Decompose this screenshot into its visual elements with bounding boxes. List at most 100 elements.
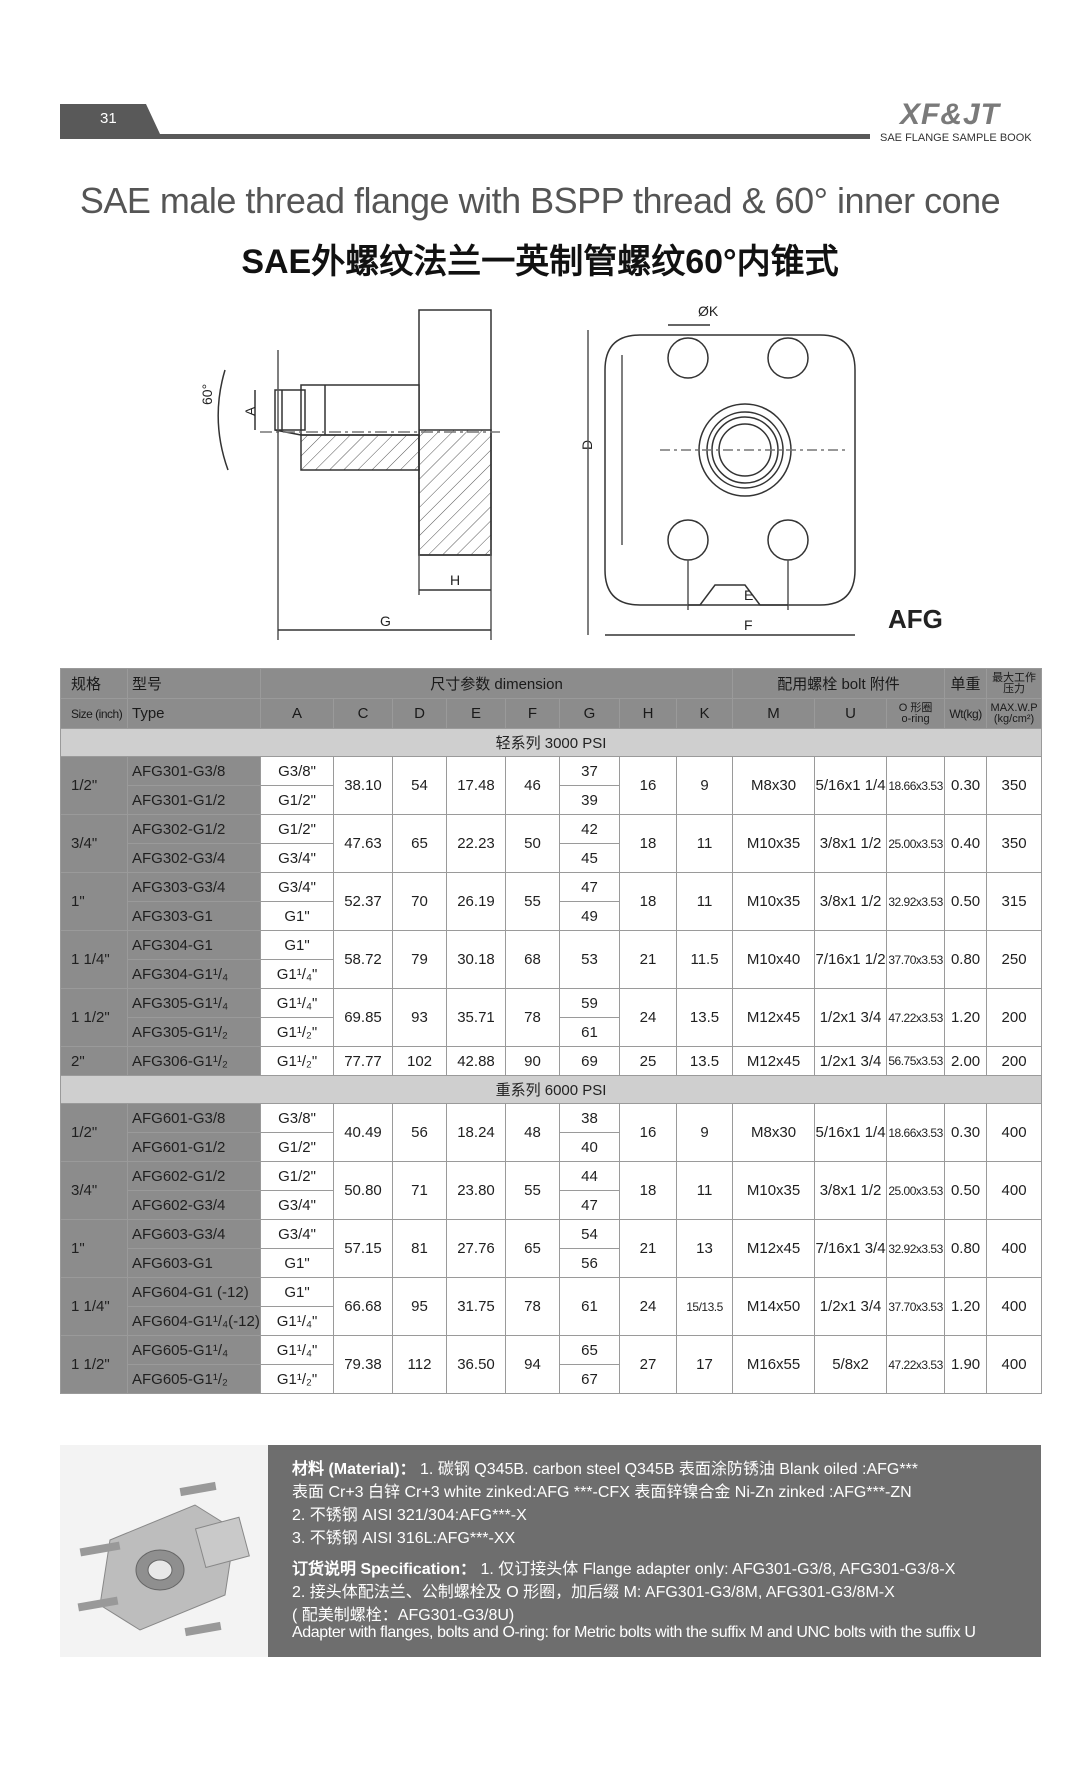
cell-h: 24 (619, 988, 677, 1047)
cell-oring: 32.92x3.53 (886, 1219, 946, 1278)
cell-f: 78 (505, 1277, 560, 1336)
cell-u: 3/8x1 1/2 (814, 1161, 888, 1220)
cell-h: 21 (619, 930, 677, 989)
label-k: ØK (698, 303, 719, 319)
cell-c: 79.38 (333, 1335, 393, 1394)
cell-k: 13 (675, 1219, 734, 1278)
spec-table: 规格 型号 尺寸参数 dimension 配用螺栓 bolt 附件 单重 最大工… (59, 668, 1043, 1394)
brand-subtitle: SAE FLANGE SAMPLE BOOK (880, 132, 1032, 144)
cell-h: 18 (619, 872, 677, 931)
cell-size: 2" (60, 1046, 128, 1076)
header-type: Type (127, 698, 261, 729)
cell-size: 1 1/4" (60, 930, 128, 989)
cell-h: 24 (619, 1277, 677, 1336)
cell-a: G1¹/₄" (260, 1306, 334, 1336)
cell-pressure: 250 (986, 930, 1043, 989)
cell-type: AFG303-G1 (127, 901, 261, 931)
cell-g: 39 (559, 785, 620, 815)
cell-e: 35.71 (446, 988, 506, 1047)
flange-technical-drawing: 60° A H G ØK D C E F (199, 303, 856, 640)
cell-type: AFG304-G1¹/₄ (127, 959, 261, 989)
cell-weight: 0.50 (944, 872, 988, 931)
header-d: D (392, 698, 447, 729)
cell-m: M16x55 (732, 1335, 816, 1394)
brand-logo: XF&JT (900, 98, 1001, 131)
cell-type: AFG302-G3/4 (127, 843, 261, 873)
cell-oring: 47.22x3.53 (886, 988, 946, 1047)
header-pressure-unit: (kg/cm²) (993, 712, 1035, 725)
cell-a: G1" (260, 1277, 334, 1307)
cell-type: AFG605-G1¹/₂ (127, 1364, 261, 1394)
cell-d: 54 (392, 756, 447, 815)
cell-g: 61 (559, 1277, 620, 1336)
cell-m: M10x40 (732, 930, 816, 989)
order-adapter-only: 1. 仅订接头体 Flange adapter only: AFG301-G3/… (476, 1561, 956, 1578)
order-line-3: ( 配美制螺栓：AFG301-G3/8U) (292, 1607, 515, 1624)
cell-m: M8x30 (732, 1103, 816, 1162)
header-h: H (619, 698, 677, 729)
cell-f: 65 (505, 1219, 560, 1278)
cell-type: AFG306-G1¹/₂ (127, 1046, 261, 1076)
cell-a: G3/4" (260, 843, 334, 873)
cell-weight: 2.00 (944, 1046, 988, 1076)
cell-g: 38 (559, 1103, 620, 1133)
cell-pressure: 200 (986, 988, 1043, 1047)
cell-weight: 0.50 (944, 1161, 988, 1220)
cell-k: 13.5 (675, 1046, 734, 1076)
cell-d: 71 (392, 1161, 447, 1220)
header-u: U (814, 698, 888, 729)
cell-a: G3/4" (260, 1190, 334, 1220)
cell-m: M10x35 (732, 814, 816, 873)
header-weight: Wt(kg) (944, 698, 988, 729)
header-c: C (333, 698, 393, 729)
cell-oring: 56.75x3.53 (886, 1046, 946, 1076)
cell-weight: 1.20 (944, 988, 988, 1047)
label-f: F (744, 617, 753, 633)
cell-k: 17 (675, 1335, 734, 1394)
cell-type: AFG604-G1 (-12) (127, 1277, 261, 1307)
cell-u: 1/2x1 3/4 (814, 1277, 888, 1336)
flange-photo-illustration (60, 1445, 268, 1657)
cell-type: AFG302-G1/2 (127, 814, 261, 844)
header-m: M (732, 698, 816, 729)
table-row: AFG604-G1¹/₄(-12)G1¹/₄" (61, 1306, 1042, 1336)
cell-a: G3/8" (260, 1103, 334, 1133)
cell-e: 18.24 (446, 1103, 506, 1162)
material-heading: 材料 (Material)： (292, 1461, 416, 1478)
cell-k: 9 (675, 1103, 734, 1162)
header-size: Size (inch) (60, 698, 128, 729)
cell-size: 1/2" (60, 1103, 128, 1162)
cell-k: 13.5 (675, 988, 734, 1047)
label-e: E (744, 587, 753, 603)
page-number: 31 (60, 104, 160, 134)
cell-m: M12x45 (732, 1219, 816, 1278)
cell-c: 40.49 (333, 1103, 393, 1162)
cell-g: 56 (559, 1248, 620, 1278)
label-h: H (450, 572, 460, 588)
cell-u: 5/16x1 1/4 (814, 756, 888, 815)
cell-oring: 18.66x3.53 (886, 1103, 946, 1162)
cell-type: AFG303-G3/4 (127, 872, 261, 902)
label-a: A (242, 406, 258, 416)
cell-d: 70 (392, 872, 447, 931)
cell-m: M12x45 (732, 1046, 816, 1076)
cell-c: 57.15 (333, 1219, 393, 1278)
header-rule (60, 134, 870, 139)
cell-type: AFG301-G3/8 (127, 756, 261, 786)
cell-size: 3/4" (60, 814, 128, 873)
front-view (587, 324, 856, 636)
cell-oring: 25.00x3.53 (886, 1161, 946, 1220)
cell-h: 18 (619, 1161, 677, 1220)
cell-f: 46 (505, 756, 560, 815)
cell-g: 37 (559, 756, 620, 786)
cell-a: G1" (260, 901, 334, 931)
material-line-3: 2. 不锈钢 AISI 321/304:AFG***-X (292, 1507, 527, 1524)
cell-e: 17.48 (446, 756, 506, 815)
cell-d: 95 (392, 1277, 447, 1336)
header-k: K (675, 698, 734, 729)
order-line-2: 2. 接头体配法兰、公制螺栓及 O 形圈，加后缀 M: AFG301-G3/8M… (292, 1584, 895, 1601)
